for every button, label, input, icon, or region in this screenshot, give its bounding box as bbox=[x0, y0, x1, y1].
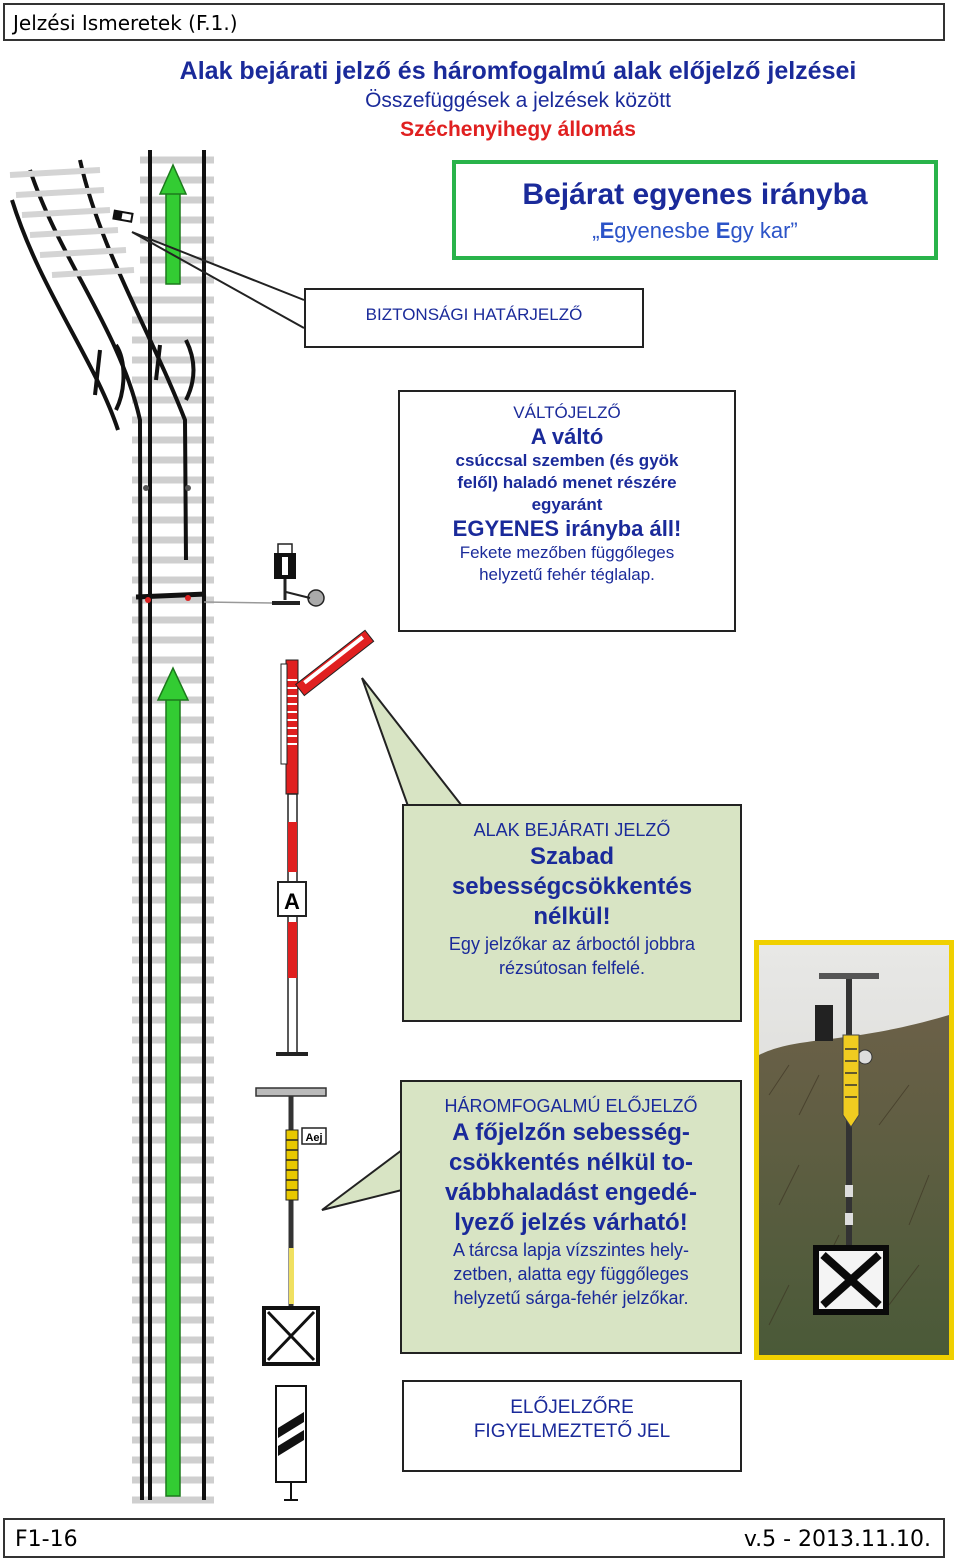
main-title: Alak bejárati jelző és háromfogalmú alak… bbox=[179, 57, 857, 85]
entry-direction-box: Bejárat egyenes irányba „Egyenesbe Egy k… bbox=[452, 160, 938, 260]
distant-signal-bold4: lyező jelzés várható! bbox=[454, 1209, 688, 1236]
switch-signal-bold2: EGYENES irányba áll! bbox=[452, 516, 682, 541]
distant-signal-bold2: csökkentés nélkül to- bbox=[448, 1149, 694, 1176]
entry-signal-box: ALAK BEJÁRATI JELZŐ Szabad sebességcsökk… bbox=[402, 804, 742, 1022]
green-arrow-top bbox=[158, 163, 188, 285]
safety-marker-box: BIZTONSÁGI HATÁRJELZŐ bbox=[304, 288, 644, 348]
switch-signal-line3: egyaránt bbox=[531, 495, 603, 514]
entry-signal-bold2: sebességcsökkentés bbox=[451, 873, 693, 900]
entry-signal-heading: ALAK BEJÁRATI JELZŐ bbox=[473, 820, 671, 840]
distant-signal-desc2: zetben, alatta egy függőleges bbox=[453, 1264, 689, 1284]
subtitle-part2: gy kar” bbox=[730, 218, 798, 243]
switch-indicator-icon bbox=[203, 543, 325, 607]
safety-marker-callout bbox=[131, 231, 305, 329]
entry-signal-desc2: rézsútosan felfelé. bbox=[498, 958, 646, 978]
distant-signal-heading: HÁROMFOGALMÚ ELŐJELZŐ bbox=[444, 1096, 698, 1116]
entry-direction-subtitle: „Egyenesbe Egy kar” bbox=[456, 218, 934, 244]
distant-signal-desc1: A tárcsa lapja vízszintes hely- bbox=[452, 1240, 690, 1260]
subtitle-letter-e1: E bbox=[599, 218, 615, 243]
warning-sign-line2: FIGYELMEZTETŐ JEL bbox=[473, 1421, 671, 1442]
subtitle-part1: gyenesbe bbox=[614, 218, 716, 243]
distant-signal-plate: Aej bbox=[305, 1132, 322, 1144]
warning-post-icon bbox=[275, 1385, 307, 1501]
switch-signal-desc2: helyzetű fehér téglalap. bbox=[479, 565, 655, 584]
entry-signal-icon: A bbox=[276, 629, 375, 1056]
distant-signal-icon: Aej bbox=[255, 1087, 327, 1366]
footer-bar: F1-16 v.5 - 2013.11.10. bbox=[3, 1518, 945, 1558]
subtitle-letter-e2: E bbox=[715, 218, 731, 243]
green-arrow-main bbox=[156, 666, 190, 1497]
entry-direction-title: Bejárat egyenes irányba bbox=[522, 178, 868, 211]
main-rails bbox=[148, 150, 206, 1500]
subtitle: Összefüggések a jelzések között bbox=[365, 89, 671, 112]
distant-signal-callout bbox=[321, 1148, 403, 1211]
frog-marks bbox=[93, 339, 196, 411]
entry-signal-plate: A bbox=[284, 889, 300, 914]
entry-signal-bold1: Szabad bbox=[529, 843, 615, 870]
switch-points bbox=[135, 485, 207, 603]
distant-signal-bold3: vábbhaladást engedé- bbox=[444, 1179, 698, 1206]
entry-signal-callout bbox=[361, 677, 465, 807]
distant-signal-photo bbox=[754, 940, 954, 1360]
safety-marker-label: BIZTONSÁGI HATÁRJELZŐ bbox=[365, 305, 583, 324]
safety-marker-icon bbox=[112, 209, 134, 223]
diverging-track bbox=[10, 159, 188, 1501]
header-title: Jelzési Ismeretek (F.1.) bbox=[13, 11, 238, 35]
station-name: Széchenyihegy állomás bbox=[400, 118, 636, 141]
switch-signal-bold1: A váltó bbox=[530, 424, 604, 449]
entry-signal-desc1: Egy jelzőkar az árboctól jobbra bbox=[448, 934, 696, 954]
version-label: v.5 - 2013.11.10. bbox=[743, 1527, 931, 1552]
header-bar: Jelzési Ismeretek (F.1.) bbox=[3, 3, 945, 41]
entry-signal-bold3: nélkül! bbox=[533, 903, 611, 930]
switch-signal-desc1: Fekete mezőben függőleges bbox=[459, 543, 675, 562]
page-number: F1-16 bbox=[15, 1527, 78, 1552]
switch-signal-line2: felől) haladó menet részére bbox=[457, 473, 677, 492]
switch-signal-heading: VÁLTÓJELZŐ bbox=[513, 403, 621, 422]
distant-signal-desc3: helyzetű sárga-fehér jelzőkar. bbox=[453, 1288, 689, 1308]
warning-sign-box: ELŐJELZŐRE FIGYELMEZTETŐ JEL bbox=[402, 1380, 742, 1472]
subtitle-quote: „ bbox=[592, 218, 600, 243]
photo-image bbox=[759, 945, 949, 1355]
switch-signal-line1: csúccsal szemben (és gyök bbox=[455, 451, 679, 470]
switch-signal-box: VÁLTÓJELZŐ A váltó csúccsal szemben (és … bbox=[398, 390, 736, 632]
warning-sign-line1: ELŐJELZŐRE bbox=[510, 1397, 634, 1418]
distant-signal-bold1: A főjelzőn sebesség- bbox=[452, 1119, 690, 1146]
title-block: Alak bejárati jelző és háromfogalmú alak… bbox=[0, 55, 960, 145]
distant-signal-box: HÁROMFOGALMÚ ELŐJELZŐ A főjelzőn sebessé… bbox=[400, 1080, 742, 1354]
diverging-sleepers bbox=[9, 167, 135, 278]
